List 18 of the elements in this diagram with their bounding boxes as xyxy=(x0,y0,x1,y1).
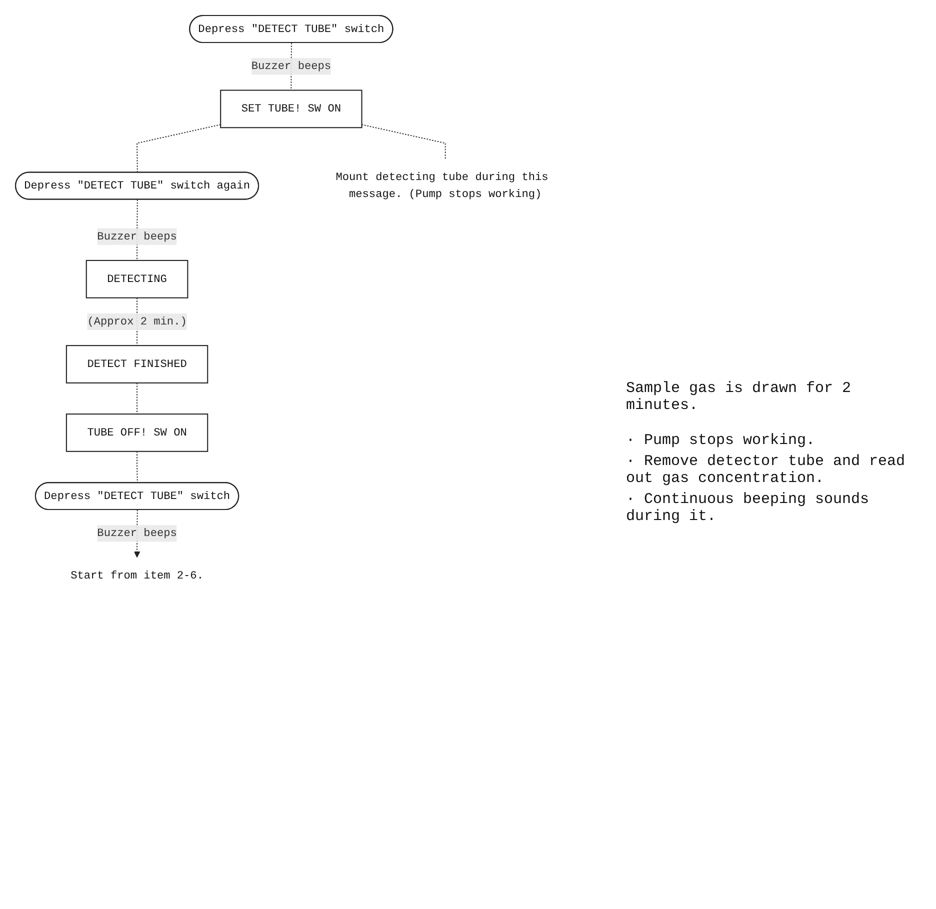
node-text: Mount detecting tube during this message. (Pump stops working) xyxy=(336,171,548,200)
edge-label: (Approx 2 min.) xyxy=(87,315,187,328)
connector xyxy=(136,382,138,414)
node-box: SET TUBE! SW ON xyxy=(220,90,362,128)
node-box: TUBE OFF! SW ON xyxy=(66,414,208,452)
edge-label: Buzzer beeps xyxy=(97,527,177,540)
connector xyxy=(136,450,138,484)
bullet-note: · Continuous beeping sounds during it. xyxy=(626,491,870,525)
node-box: DETECT FINISHED xyxy=(66,345,208,384)
note-text: Sample gas is drawn for 2 minutes. xyxy=(626,380,852,414)
bullet-note: · Remove detector tube and read out gas concentration. xyxy=(626,453,906,487)
node-box: DETECTING xyxy=(86,260,188,298)
node-text: Start from item 2-6. xyxy=(70,570,204,582)
edge-label: Buzzer beeps xyxy=(251,60,332,73)
edge-label: Buzzer beeps xyxy=(97,230,177,243)
connector xyxy=(361,124,446,160)
connector xyxy=(136,124,222,174)
bullet-note: · Pump stops working. xyxy=(626,432,816,449)
